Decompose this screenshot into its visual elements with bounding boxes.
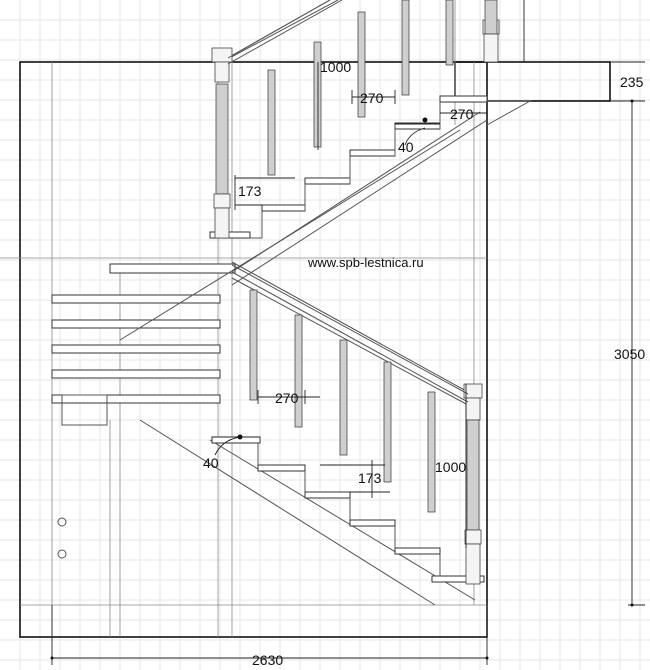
dimension-markers	[50, 99, 634, 660]
upper-top-tread-depth-label: 270	[450, 106, 474, 122]
upper-top-post	[482, 0, 500, 63]
slab-underside	[486, 100, 532, 126]
lower-newel-post	[463, 383, 483, 585]
upper-railing-height-label: 1000	[320, 59, 351, 75]
lower-balusters	[249, 289, 436, 513]
room-outline	[19, 61, 488, 638]
dimension-lines	[51, 0, 645, 665]
lower-tread-depth-label: 270	[275, 390, 299, 406]
upper-newel-post	[211, 47, 233, 239]
total-height-label: 3050	[614, 346, 645, 362]
upper-balusters	[267, 0, 454, 176]
total-width-label: 2630	[252, 652, 283, 668]
upper-floor-slab	[454, 61, 611, 102]
mid-landing	[51, 263, 236, 426]
landing-thickness-label: 235	[620, 74, 644, 90]
lower-flight-stringer	[139, 261, 476, 606]
upper-handrail	[227, 0, 343, 65]
construction-lines	[0, 0, 488, 637]
lower-railing-height-label: 1000	[435, 459, 466, 475]
upper-tread-depth-label: 270	[360, 90, 384, 106]
upper-riser-height-label: 173	[238, 183, 262, 199]
door-hinge-top	[57, 517, 67, 527]
lower-handrail	[231, 264, 469, 403]
upper-nosing-label: 40	[398, 139, 414, 155]
upper-flight-stringer	[119, 0, 488, 341]
upper-flight-steps	[209, 95, 488, 239]
lower-riser-height-label: 173	[358, 470, 382, 486]
door-hinge-bottom	[57, 549, 67, 559]
lower-nosing-label: 40	[203, 455, 219, 471]
website-url-label: www.spb-lestnica.ru	[307, 255, 424, 270]
